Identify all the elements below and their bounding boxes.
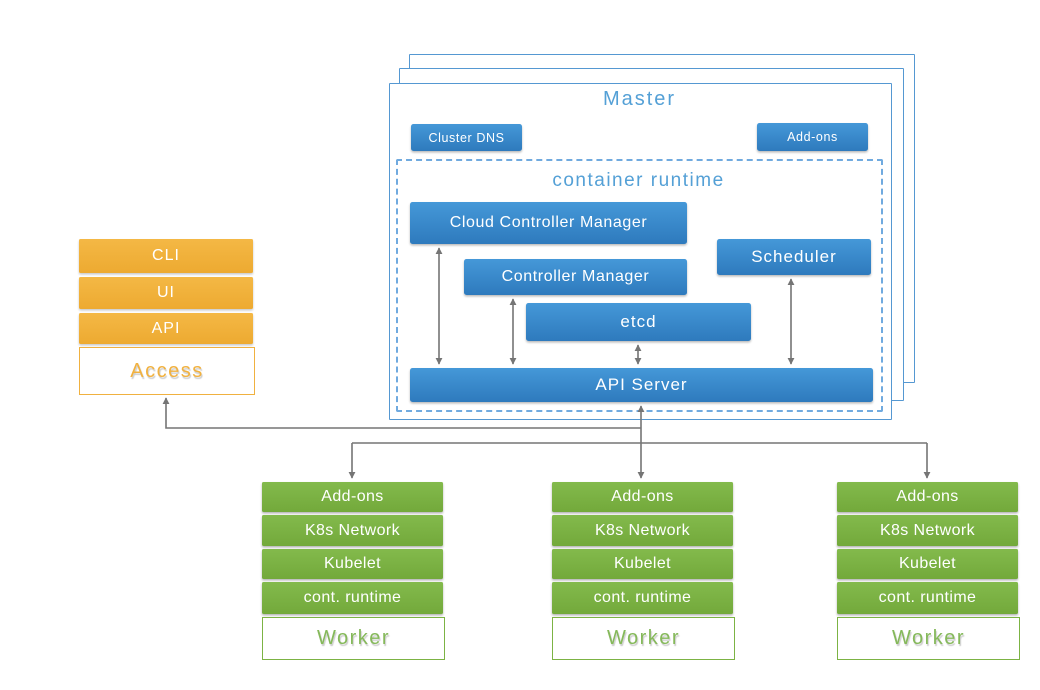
worker1-k8s-network-box: K8s Network [262,515,443,546]
access-api-box: API [79,313,253,344]
access-base-box: Access [79,347,255,395]
worker3-kubelet-box: Kubelet [837,549,1018,579]
worker2-cont-runtime-box: cont. runtime [552,582,733,614]
worker2-addons-box: Add-ons [552,482,733,512]
access-cli-box: CLI [79,239,253,273]
cloud-controller-manager-box: Cloud Controller Manager [410,202,687,244]
api-server-box: API Server [410,368,873,402]
worker3-k8s-network-box: K8s Network [837,515,1018,546]
controller-manager-box: Controller Manager [464,259,687,295]
master-title: Master [602,88,677,110]
master-addons-box: Add-ons [757,123,868,151]
worker3-cont-runtime-box: cont. runtime [837,582,1018,614]
worker1-addons-box: Add-ons [262,482,443,512]
container-runtime-title: container runtime [552,170,725,191]
worker1-cont-runtime-box: cont. runtime [262,582,443,614]
cluster-dns-box: Cluster DNS [411,124,522,151]
etcd-box: etcd [526,303,751,341]
worker3-addons-box: Add-ons [837,482,1018,512]
worker2-kubelet-box: Kubelet [552,549,733,579]
worker3-base-box: Worker [837,617,1020,660]
worker1-base-box: Worker [262,617,445,660]
access-ui-box: UI [79,277,253,309]
worker2-base-box: Worker [552,617,735,660]
worker2-k8s-network-box: K8s Network [552,515,733,546]
scheduler-box: Scheduler [717,239,871,275]
worker1-kubelet-box: Kubelet [262,549,443,579]
